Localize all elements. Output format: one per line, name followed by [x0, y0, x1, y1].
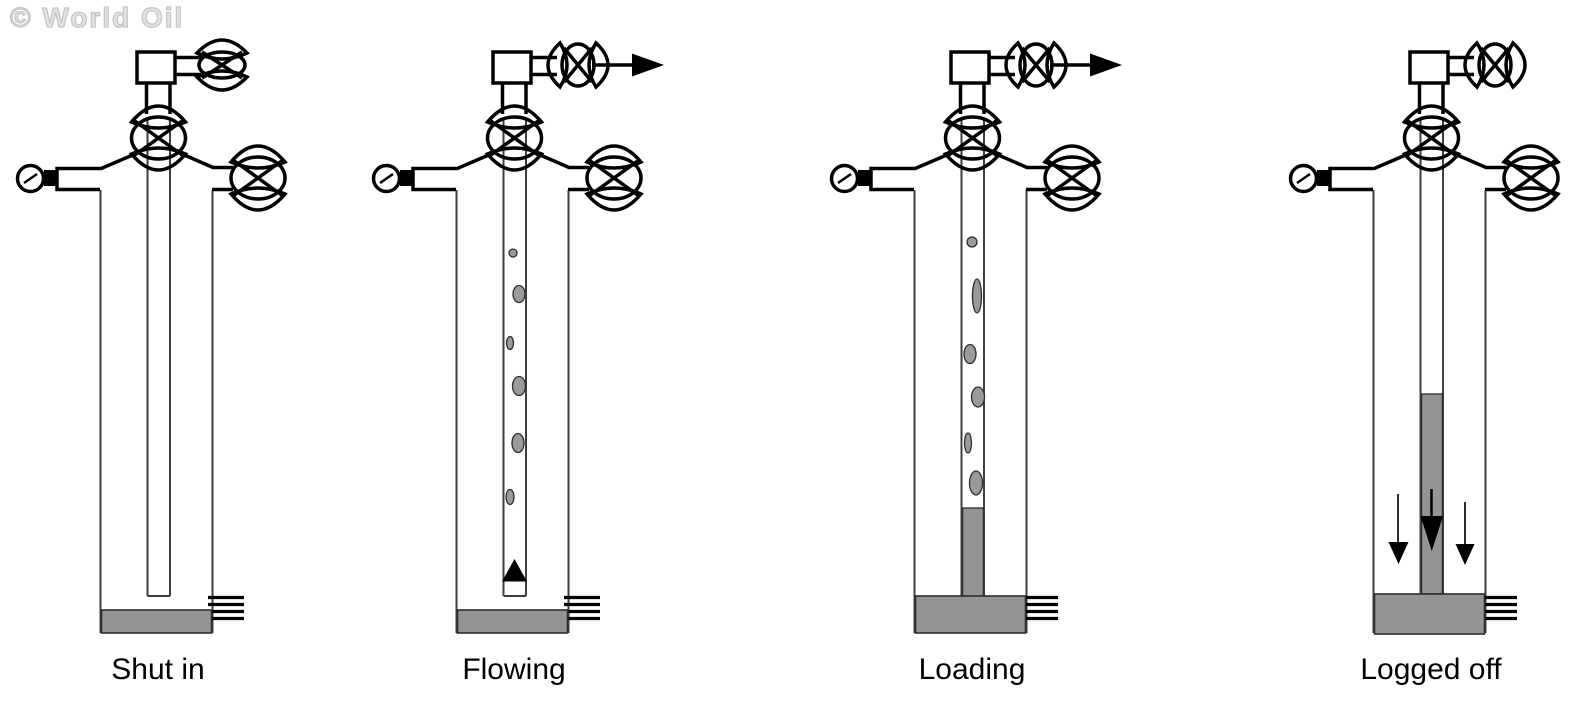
- gas-bubbles: [963, 236, 986, 496]
- up-flow-arrow-icon: [502, 559, 527, 582]
- well-diagram-flowing: [356, 0, 672, 648]
- down-arrow-icon: [1455, 502, 1475, 565]
- gas-bubbles: [505, 248, 527, 506]
- annulus-liquid: [456, 609, 569, 634]
- tubing-liquid-column: [961, 507, 985, 598]
- well-shut-in-svg: [0, 38, 316, 648]
- flow-out-arrow-icon: [1050, 53, 1122, 77]
- stage-label-shut-in: Shut in: [111, 653, 205, 686]
- down-arrow-icon: [1388, 494, 1409, 564]
- well-diagram-loading: [814, 0, 1130, 648]
- annulus-liquid: [100, 609, 213, 634]
- annulus-liquid: [914, 595, 1027, 634]
- wing-valve-open-icon: [1463, 41, 1527, 89]
- watermark: © World Oil: [9, 1, 185, 33]
- stage-label-flowing: Flowing: [462, 653, 566, 686]
- well-diagram-logged-off: [1273, 0, 1589, 648]
- stage-label-logged-off: Logged off: [1360, 653, 1502, 686]
- well-flowing-svg: [356, 41, 664, 648]
- down-arrow-icon: [1420, 489, 1443, 551]
- well-diagram-shut-in: [0, 0, 316, 648]
- flow-out-arrow-icon: [592, 53, 664, 77]
- annulus-liquid: [1373, 593, 1486, 635]
- well-loading-svg: [814, 41, 1122, 648]
- well-logged-off-svg: [1273, 41, 1589, 635]
- wellhead-and-casing: [18, 52, 286, 633]
- stage-label-loading: Loading: [918, 653, 1026, 686]
- wing-valve-closed-icon: [195, 38, 249, 92]
